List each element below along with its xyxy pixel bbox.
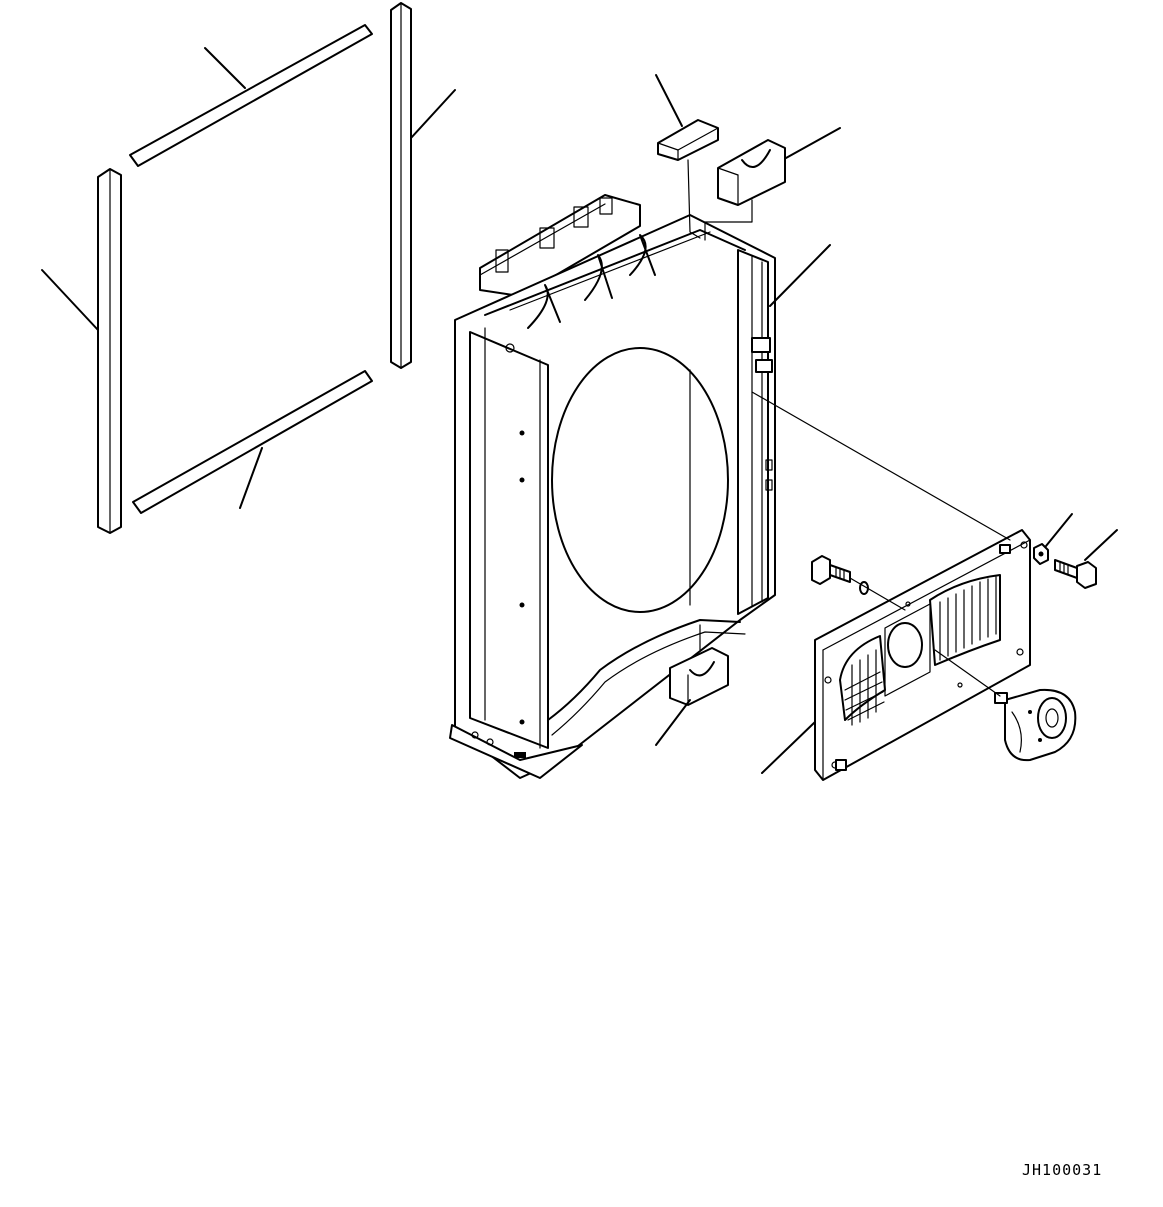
guard-panel — [814, 529, 1031, 781]
leader-line-lower-block — [655, 699, 691, 746]
louvre-grille-right — [929, 574, 1001, 666]
leader-line-panel — [761, 721, 816, 774]
leader-line-seal-bottom — [239, 447, 263, 509]
leader-line-seal-top — [204, 47, 246, 89]
seal-strip-top — [129, 24, 373, 167]
guide-line-bolt — [849, 577, 906, 611]
cushion-block-small — [657, 119, 719, 161]
fan-shroud — [449, 194, 776, 779]
leader-line-seal-right — [410, 89, 456, 139]
fan-motor — [994, 688, 1077, 762]
guide-line-saddle — [704, 199, 753, 241]
nut-right — [1033, 543, 1049, 565]
guide-line-panel — [751, 391, 1011, 541]
guide-line-motor — [934, 649, 1001, 697]
bolt-right — [1054, 559, 1097, 589]
seal-strip-left — [97, 168, 122, 534]
guide-line-cushion — [687, 159, 701, 239]
cushion-block-lower — [669, 647, 729, 706]
seal-strip-right — [390, 2, 412, 369]
bolt-left — [811, 555, 851, 585]
leader-line-shroud — [769, 244, 831, 307]
drawing-number: JH100031 — [1022, 1161, 1103, 1179]
leader-line-bolt-right — [1084, 529, 1118, 561]
leader-line-seal-left — [41, 269, 99, 331]
leader-line-cushion — [655, 74, 683, 127]
seal-strip-bottom — [132, 370, 373, 514]
leader-line-nut — [1045, 513, 1073, 547]
leader-line-saddle — [785, 127, 841, 159]
cushion-block-saddle — [717, 139, 786, 206]
louvre-grille-left — [839, 635, 886, 726]
